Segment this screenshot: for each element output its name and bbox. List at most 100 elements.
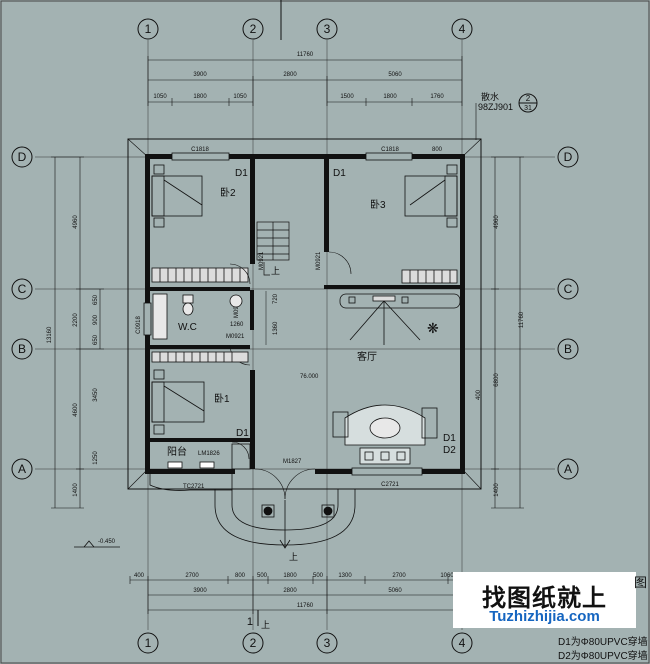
dim-bottom-5060: 5060 xyxy=(388,588,402,594)
label-d1-c: D1 xyxy=(236,428,249,439)
stair xyxy=(256,221,290,276)
label-d1-d: D1 xyxy=(443,433,456,444)
dim-left-650a: 650 xyxy=(93,294,99,305)
axis-top-2: 2 xyxy=(250,22,257,36)
scupper-ref: 98ZJ901 xyxy=(478,102,513,112)
right-dimensions xyxy=(491,156,524,509)
bottom-axis-markers: 1 2 3 4 xyxy=(137,632,473,654)
dim-bottom-1300: 1300 xyxy=(338,573,352,579)
dim-bottom-400: 400 xyxy=(134,573,145,579)
dim-left-total: 13160 xyxy=(47,326,53,343)
detail-den: 31 xyxy=(524,105,532,112)
dim-bottom-2700b: 2700 xyxy=(392,573,406,579)
dim-800: 800 xyxy=(432,147,443,153)
figure-title-fragment: 图 xyxy=(634,576,648,591)
left-axis-markers: D C B A xyxy=(11,146,33,480)
dim-right-total: 11760 xyxy=(519,311,525,328)
dim-left-900: 900 xyxy=(93,314,99,325)
bedroom3-furniture xyxy=(401,164,458,284)
note-d1: D1为Φ80UPVC穿墙 xyxy=(558,637,648,648)
axis-right-B: B xyxy=(564,342,572,356)
dim-bottom-800: 800 xyxy=(235,573,246,579)
dim-top-1050b: 1050 xyxy=(233,94,247,100)
room-wc: W.C xyxy=(178,322,197,333)
door-m0921-b: M0921 xyxy=(316,251,322,270)
dim-bottom-500b: 500 xyxy=(313,573,324,579)
axis-right-C: C xyxy=(564,282,573,296)
section-mark-up: 上 xyxy=(261,620,270,630)
dim-top-3900: 3900 xyxy=(193,72,207,78)
dim-left-4960: 4960 xyxy=(73,215,79,229)
eave-outline xyxy=(127,138,482,490)
axis-left-C: C xyxy=(18,282,27,296)
windows xyxy=(143,152,423,476)
room-bedroom3: 卧3 xyxy=(370,198,386,211)
dim-right-400: 400 xyxy=(476,389,482,400)
dim-left-3450: 3450 xyxy=(93,388,99,402)
axis-bottom-1: 1 xyxy=(145,636,152,650)
axis-top-4: 4 xyxy=(459,22,466,36)
entrance-porch xyxy=(214,489,356,549)
axis-bottom-3: 3 xyxy=(324,636,331,650)
elevation-label: -0.450 xyxy=(98,539,116,545)
axis-right-A: A xyxy=(564,462,572,476)
plant-icon: ❋ xyxy=(427,320,439,336)
dim-left-650b: 650 xyxy=(93,334,99,345)
window-tc2721: TC2721 xyxy=(183,484,205,490)
watermark-title: 找图纸就上 xyxy=(482,584,607,612)
watermark-url: Tuzhizhijia.com xyxy=(489,608,600,625)
top-axis-markers: 1 2 3 4 xyxy=(137,18,473,40)
label-d2: D2 xyxy=(443,445,456,456)
dim-left-1400: 1400 xyxy=(73,483,79,497)
dim-left-4600: 4600 xyxy=(73,403,79,417)
door-m0921-a: M0921 xyxy=(259,251,265,270)
dim-top-1800a: 1800 xyxy=(193,94,207,100)
axis-top-1: 1 xyxy=(145,22,152,36)
scupper-label: 散水 xyxy=(481,91,499,102)
dim-bottom-2800: 2800 xyxy=(283,588,297,594)
bedroom2-furniture xyxy=(151,164,249,283)
room-living: 客厅 xyxy=(357,350,377,363)
bedroom1-furniture xyxy=(151,351,249,435)
window-c2721: C2721 xyxy=(381,482,399,488)
top-dimensions xyxy=(147,56,463,106)
level-label: 76.000 xyxy=(300,374,319,380)
dim-left-1250: 1250 xyxy=(93,451,99,465)
stair-up-label: 上 xyxy=(271,266,280,276)
dim-1360: 1360 xyxy=(273,321,279,335)
room-balcony: 阳台 xyxy=(167,445,187,458)
dim-top-1800b: 1800 xyxy=(383,94,397,100)
detail-num: 2 xyxy=(526,94,531,103)
section-mark-1: 1 xyxy=(247,616,253,628)
door-m0821: M0921 xyxy=(234,299,240,318)
label-d1-b: D1 xyxy=(333,168,346,179)
window-c1818-left: C1818 xyxy=(191,147,209,153)
dim-1260: 1260 xyxy=(230,322,244,328)
dim-right-1400: 1400 xyxy=(494,483,500,497)
room-bedroom2: 卧2 xyxy=(220,186,236,199)
dim-bottom-3900: 3900 xyxy=(193,588,207,594)
axis-left-A: A xyxy=(18,462,26,476)
axis-bottom-4: 4 xyxy=(459,636,466,650)
dim-top-5060: 5060 xyxy=(388,72,402,78)
dim-top-1500: 1500 xyxy=(340,94,354,100)
dim-bottom-1800: 1800 xyxy=(283,573,297,579)
dim-bottom-1060: 1060 xyxy=(440,573,454,579)
dim-top-total: 11760 xyxy=(297,52,314,58)
axis-left-D: D xyxy=(18,150,27,164)
axis-right-D: D xyxy=(564,150,573,164)
dim-bottom-2700a: 2700 xyxy=(185,573,199,579)
dim-720: 720 xyxy=(273,293,279,304)
dim-right-6800: 6800 xyxy=(494,373,500,387)
wc-fixtures xyxy=(152,293,243,340)
window-c0918: C0918 xyxy=(136,316,142,334)
dim-top-1760: 1760 xyxy=(430,94,444,100)
window-c1818-right: C1818 xyxy=(381,147,399,153)
label-d1-a: D1 xyxy=(235,168,248,179)
dim-top-1050a: 1050 xyxy=(153,94,167,100)
door-m0921-d: M0921 xyxy=(226,334,245,340)
dim-right-4960: 4960 xyxy=(494,215,500,229)
axis-left-B: B xyxy=(18,342,26,356)
